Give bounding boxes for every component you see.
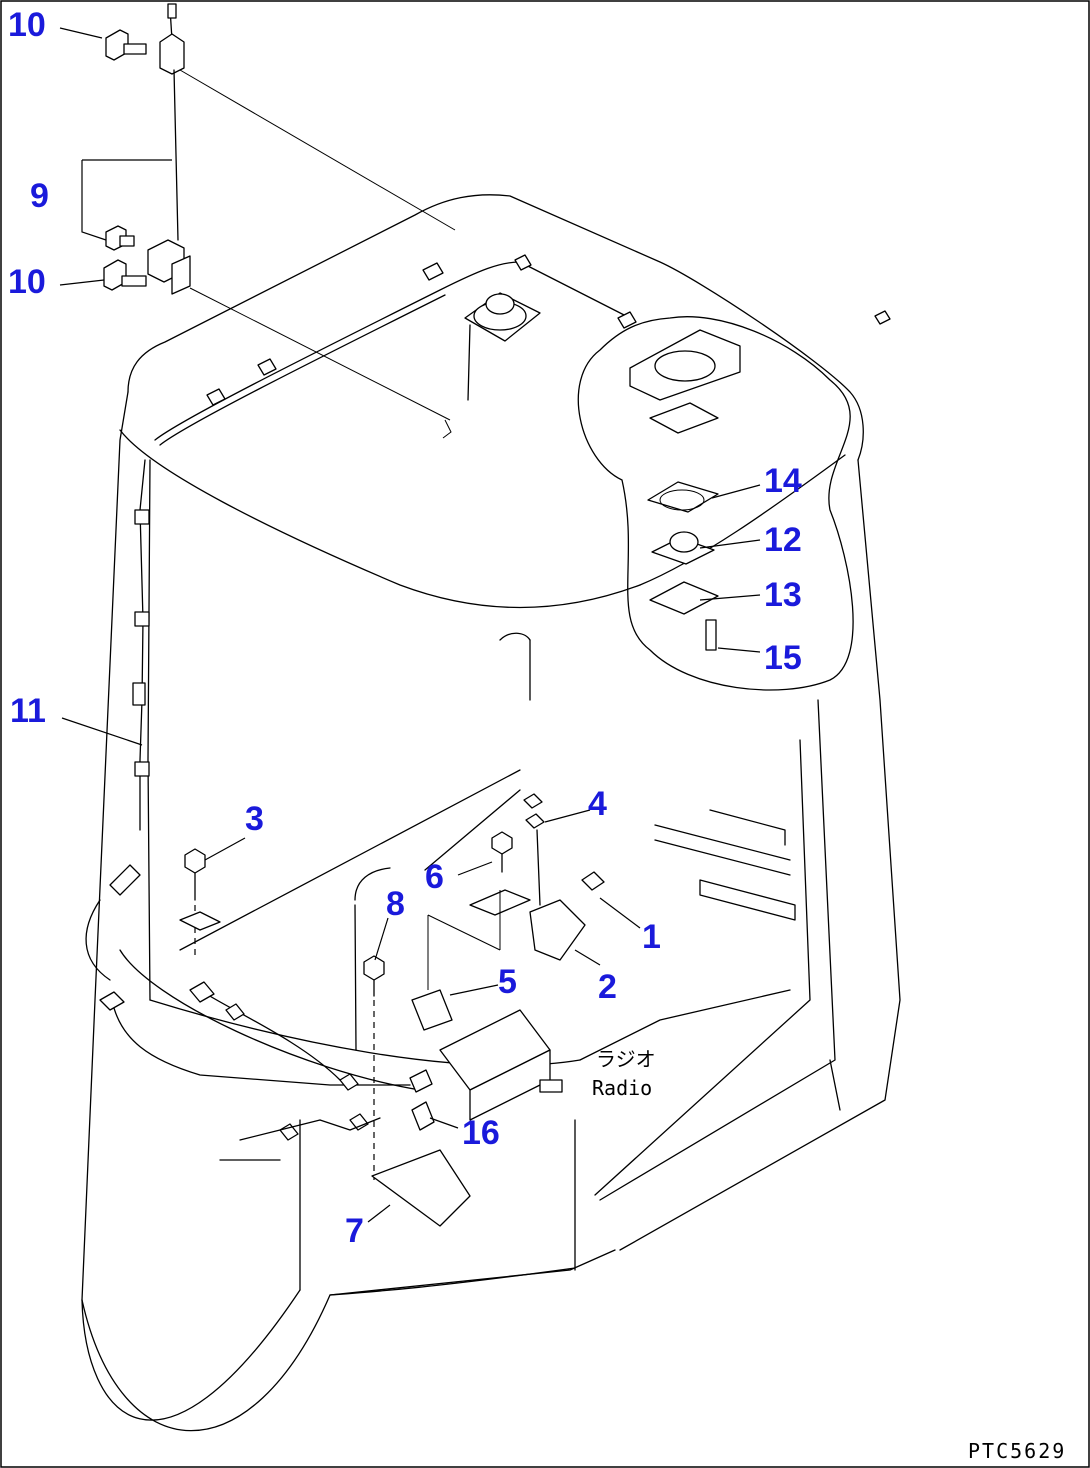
callout-9: 9 (30, 177, 49, 215)
callout-8: 8 (386, 885, 405, 923)
callout-6: 6 (425, 858, 444, 896)
roof-wiring-harness (132, 254, 891, 831)
cab-body (81, 194, 901, 1432)
callout-labels: 10 9 10 11 3 4 6 8 1 5 2 14 12 13 15 16 … (8, 6, 802, 1250)
radio-label-jp: ラジオ (596, 1047, 656, 1071)
callout-leaders (59, 27, 761, 1223)
callout-1: 1 (642, 918, 661, 956)
callout-3: 3 (245, 800, 264, 838)
callout-2: 2 (598, 968, 617, 1006)
drawing-code: PTC5629 (968, 1439, 1066, 1463)
radio-label-en: Radio (592, 1076, 652, 1100)
callout-7: 7 (345, 1212, 364, 1250)
callout-10-top: 10 (8, 6, 46, 44)
callout-4: 4 (588, 785, 607, 823)
callout-11: 11 (10, 692, 46, 730)
callout-14: 14 (764, 462, 802, 500)
antenna-assembly (103, 3, 456, 439)
roof-speaker-left (464, 292, 541, 401)
callout-16: 16 (462, 1114, 500, 1152)
callout-15: 15 (764, 639, 802, 677)
callout-13: 13 (764, 576, 802, 614)
callout-10-bottom: 10 (8, 263, 46, 301)
callout-12: 12 (764, 521, 802, 559)
speaker-panel-right (577, 316, 854, 691)
radio-and-brackets (85, 793, 605, 1227)
callout-5: 5 (498, 963, 517, 1001)
